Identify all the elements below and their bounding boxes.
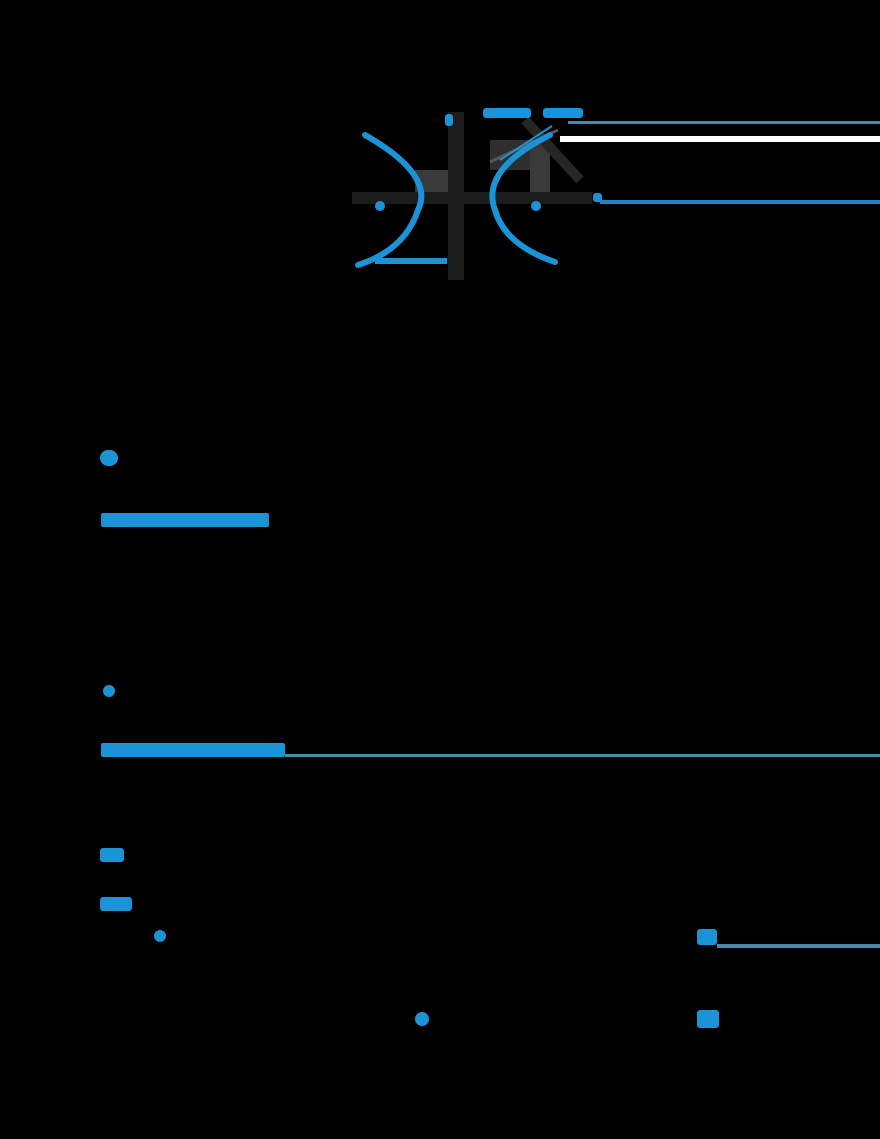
left-focus-dot <box>375 201 385 211</box>
x-axis-label: x <box>593 193 602 202</box>
figure-rule-white <box>560 136 880 142</box>
y-axis-label: y <box>445 114 453 126</box>
hyperbola-figure: y x Asymptote Asymptote <box>340 100 620 280</box>
item-label-3a: 3a <box>100 848 124 862</box>
answer-label-a: a <box>154 930 166 942</box>
hyperbola-graph <box>352 112 592 280</box>
section-marker-1: 1 <box>100 450 118 466</box>
section-heading-1: ██████ █████ <box>101 513 269 527</box>
item-label-3b: 3b. <box>100 897 132 911</box>
section-heading-2: █████ ██ ███████ <box>101 743 285 757</box>
asymptote-label-2: Asymptote <box>543 108 583 118</box>
section-rule-2 <box>285 754 880 757</box>
side-rule-11 <box>717 944 880 948</box>
figure-rule-top <box>568 121 880 124</box>
figure-rule-bottom <box>600 200 880 204</box>
side-marker-11: 11 <box>697 929 717 945</box>
section-marker-2: 2 <box>103 685 115 697</box>
side-marker-12: 12 <box>697 1010 719 1028</box>
right-focus-dot <box>531 201 541 211</box>
answer-label-c: c <box>415 1012 429 1026</box>
asymptote-label-1: Asymptote <box>483 108 531 118</box>
